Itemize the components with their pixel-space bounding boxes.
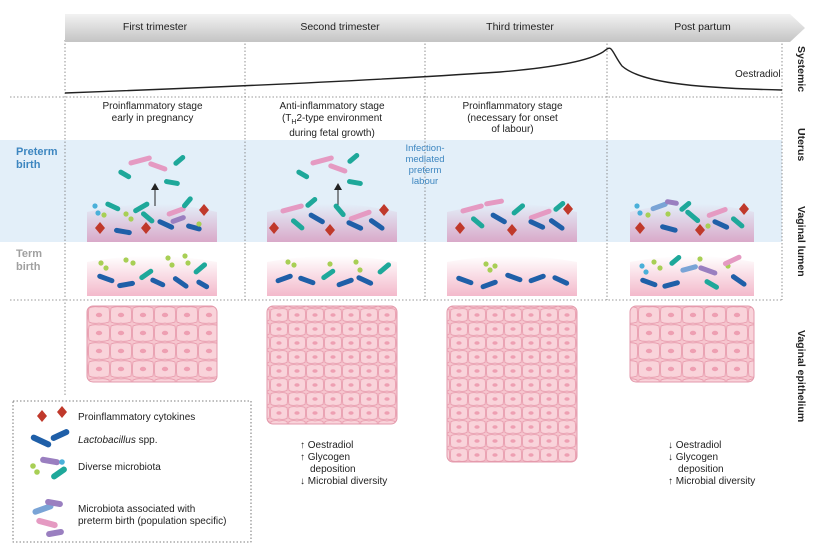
stage-label-post-partum: Post partum [674,21,731,33]
infection-note: Infection- mediated preterm labour [405,143,445,187]
term-lumen-first [97,253,210,290]
uterus-text-third: Proinflammatory stage (necessary for ons… [462,101,563,135]
systemic-section-label: Systemic [795,46,807,93]
term-lumen-third [456,261,570,290]
stage-label-second-trimester: Second trimester [300,21,380,33]
legend-proinflammatory-cytokines: Proinflammatory cytokines [78,412,196,423]
section-separators [10,96,782,301]
term-lumen-second [275,259,392,288]
uterus-text-first: Proinflammatory stage early in pregnancy [102,101,203,124]
post-partum-changes: ↓ Oestradiol ↓ Glycogen deposition ↑ Mic… [668,440,756,487]
epithelium-blocks [86,305,755,463]
uterus-section-label: Uterus [795,128,807,162]
legend-icons [30,406,70,538]
stage-dividers [64,40,783,395]
preterm-lumen-first [92,196,209,236]
legend-diverse-microbiota: Diverse microbiota [78,462,161,473]
legend-lactobacillus: Lactobacillus spp. [78,435,158,446]
vaginal-lumen-section-label: Vaginal lumen [795,206,807,277]
term-birth-label: Term birth [16,248,43,273]
preterm-release-second [296,152,363,206]
preterm-birth-label: Preterm birth [16,146,58,171]
preterm-release-first [118,154,186,206]
oestradiol-curve [64,47,783,94]
oestradiol-label: Oestradiol [735,69,781,80]
stage-label-first-trimester: First trimester [122,21,188,33]
preterm-lumen-post [634,199,749,236]
second-trimester-changes: ↑ Oestradiol ↑ Glycogen deposition ↓ Mic… [300,440,388,487]
legend-box [12,400,252,543]
stage-label-third-trimester: Third trimester [486,21,554,33]
preterm-lumen-second [269,196,389,236]
legend-preterm-microbiota: Microbiota associated with preterm birth… [78,504,227,527]
timeline-arrows [65,14,805,42]
preterm-lumen-third [455,198,573,236]
uterus-text-second: Anti-inflammatory stage (TH2-type enviro… [279,101,385,139]
vaginal-epithelium-section-label: Vaginal epithelium [795,330,807,423]
term-lumen-post [639,254,747,290]
